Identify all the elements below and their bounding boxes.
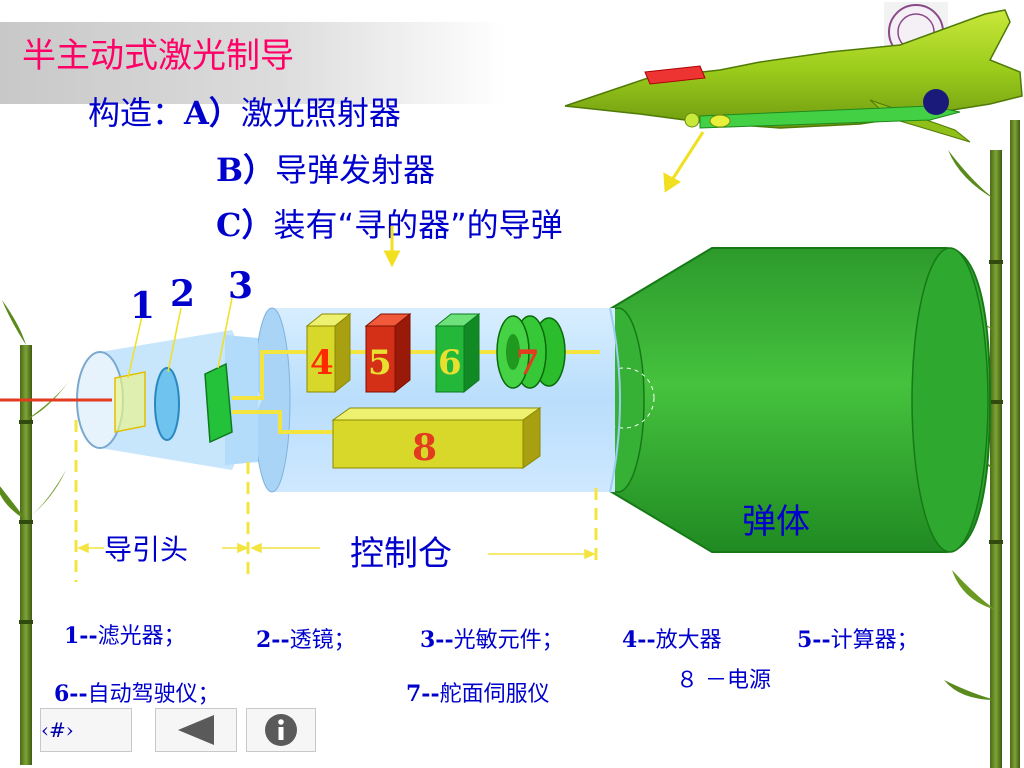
part-number-5: 5 [368, 343, 392, 383]
photosensor-element [204, 362, 233, 444]
power-supply-block [331, 407, 542, 469]
title-bar [0, 22, 505, 104]
pointer-arrow-seeker [383, 226, 401, 268]
legend-item-2: 2--透镜； [256, 627, 356, 653]
missile-body [591, 247, 992, 553]
section-label-body: 弹体 [742, 502, 810, 542]
lens-element [154, 367, 180, 441]
slide-number: ‹#› [41, 718, 74, 742]
structure-label: 构造： [88, 94, 185, 132]
previous-button[interactable] [155, 708, 237, 752]
bamboo-decoration-left [0, 300, 70, 765]
pointer-arrow-jet [663, 131, 705, 193]
structure-letter-c: C） [216, 206, 274, 244]
legend-item-1: 1--滤光器； [64, 623, 186, 649]
legend-item-6: 6--自动驾驶仪； [54, 681, 220, 707]
legend-item-5: 5--计算器； [797, 627, 919, 653]
section-label-control: 控制仓 [350, 526, 452, 575]
structure-letter-b: B） [216, 151, 276, 189]
part-number-4: 4 [310, 343, 334, 383]
computer-block [364, 312, 412, 394]
part-number-3: 3 [228, 265, 253, 307]
structure-line-c: C）装有“寻的器”的导弹 [216, 200, 563, 246]
structure-text-a: 激光照射器 [240, 94, 401, 132]
legend-item-4: 4--放大器 [622, 627, 722, 653]
slide-title: 半主动式激光制导 [22, 36, 294, 76]
part-number-8: 8 [412, 427, 437, 469]
part-number-7: 7 [516, 343, 540, 383]
filter-element [114, 371, 146, 433]
section-arrows [77, 542, 596, 560]
structure-line-a: 构造：A）激光照射器 [88, 88, 401, 134]
slide-number-box: ‹#› [40, 708, 132, 752]
amplifier-block [305, 312, 352, 394]
section-guides [74, 420, 598, 582]
jet-aircraft-icon [564, 9, 1023, 143]
legend-item-8: ８ －电源 [676, 668, 771, 693]
part-number-2: 2 [170, 273, 195, 315]
servo-element [496, 315, 566, 389]
bamboo-decoration-right [944, 120, 1020, 768]
legend-item-3: 3--光敏元件； [420, 627, 564, 653]
structure-text-c: 装有“寻的器”的导弹 [273, 206, 563, 244]
part-number-6: 6 [438, 343, 462, 383]
structure-line-b: B）导弹发射器 [216, 145, 435, 191]
info-icon [265, 714, 297, 746]
arrow-left-icon [178, 715, 214, 745]
autopilot-block [434, 312, 481, 394]
info-button[interactable] [246, 708, 316, 752]
legend-item-7: 7--舵面伺服仪 [406, 681, 550, 707]
section-label-seeker: 导引头 [104, 533, 189, 566]
label-leader-lines [127, 297, 233, 379]
wiring [232, 350, 600, 434]
structure-letter-a: A） [184, 94, 241, 132]
structure-text-b: 导弹发射器 [275, 151, 436, 189]
part-number-1: 1 [130, 285, 155, 327]
